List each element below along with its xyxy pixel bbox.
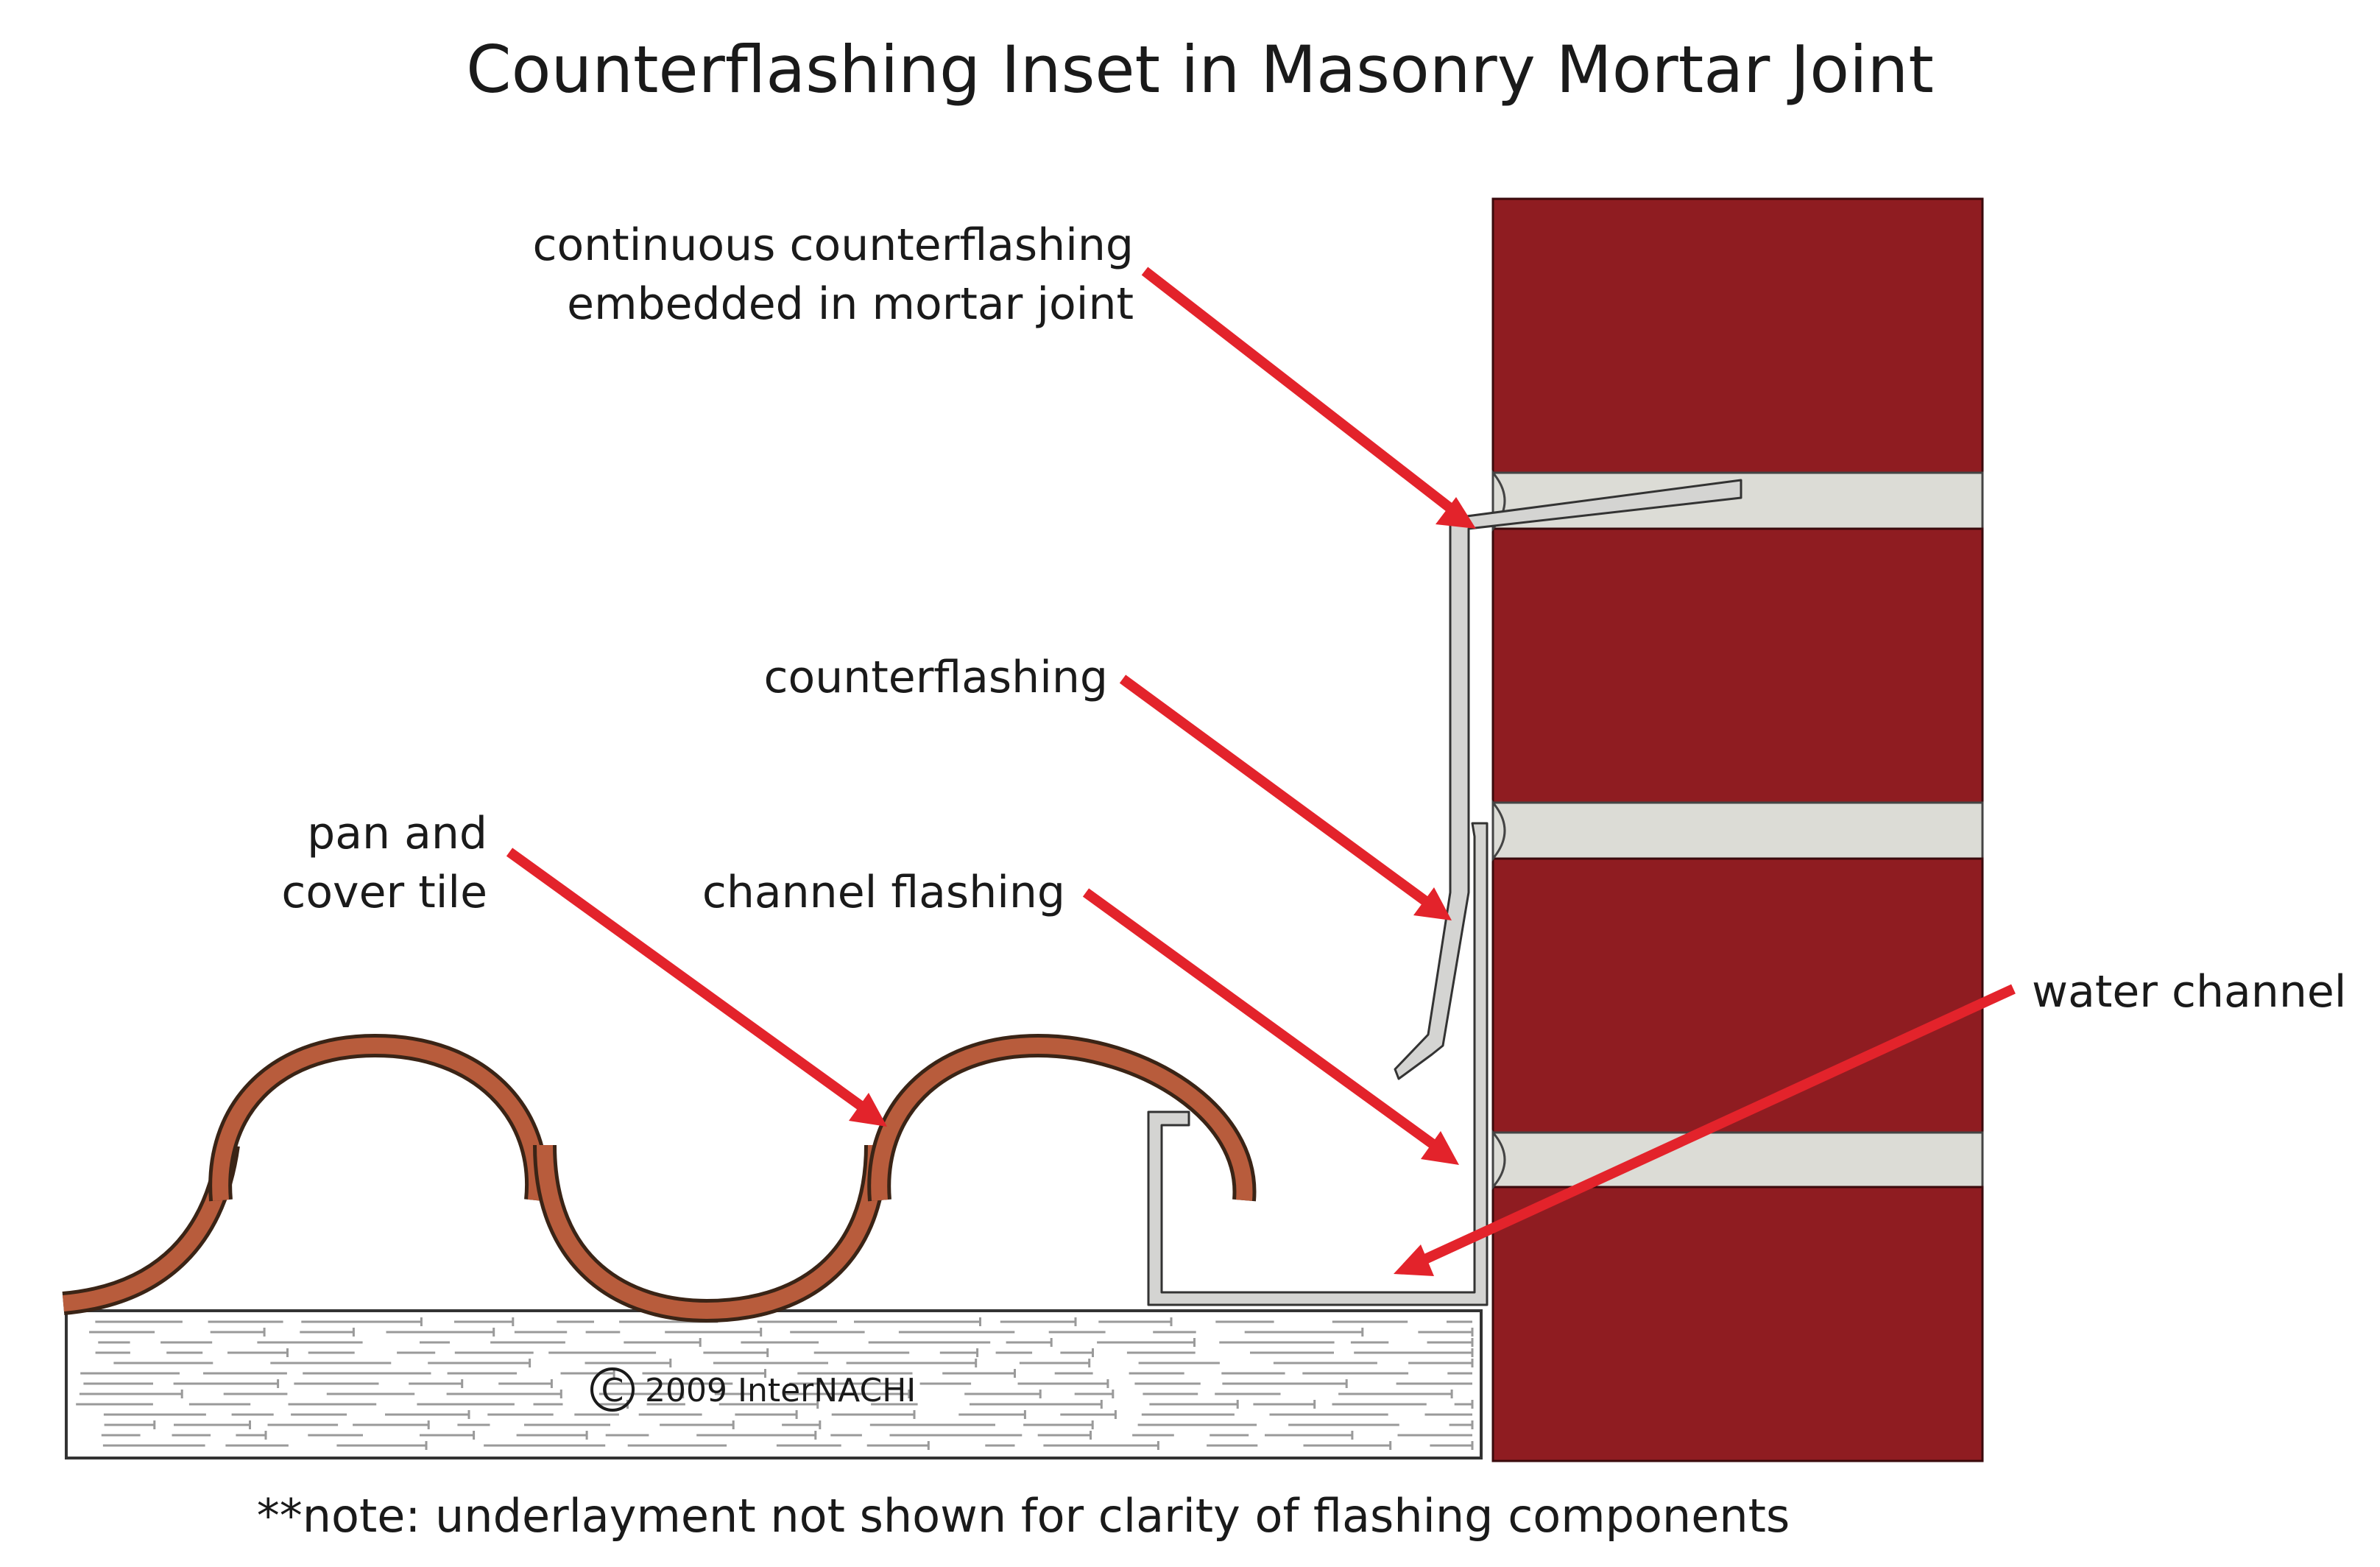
- label-channel-flashing: channel flashing: [702, 867, 1065, 918]
- pan-tile-2: [533, 1144, 888, 1323]
- footnote: **note: underlayment not shown for clari…: [257, 1489, 1790, 1543]
- cover-tile-2-fill: [871, 1037, 1253, 1201]
- roof-deck: [65, 1309, 1483, 1459]
- brick-course-2: [1491, 527, 1984, 804]
- label-continuous-counterflashing-line1: continuous counterflashing: [532, 219, 1134, 271]
- brick-course-3: [1491, 857, 1984, 1134]
- deck-texture: [76, 1317, 1474, 1450]
- label-pan-and-cover-line1: pan and: [307, 808, 487, 859]
- arrowhead-continuous-counterflashing: [1436, 497, 1476, 529]
- masonry-wall: [1491, 197, 1984, 1462]
- label-counterflashing: counterflashing: [764, 652, 1109, 703]
- brick-course-1: [1491, 197, 1984, 474]
- brick-course-4: [1491, 1186, 1984, 1462]
- mortar-tooling-3: [1491, 1129, 1506, 1191]
- mortar-joint-2: [1491, 801, 1984, 860]
- arrowhead-water-channel: [1394, 1244, 1434, 1276]
- arrow-water-channel: [1415, 984, 2016, 1268]
- label-continuous-counterflashing-line2: embedded in mortar joint: [567, 278, 1134, 330]
- continuous-counterflashing: [1394, 479, 1742, 1080]
- mortar-tooling-2: [1491, 799, 1506, 862]
- pan-tile-2-fill: [537, 1144, 884, 1320]
- arrow-channel-flashing: [1082, 888, 1443, 1153]
- arrowhead-counterflashing: [1413, 887, 1452, 920]
- pan-tile-1-fill: [63, 1144, 236, 1311]
- arrowhead-channel-flashing: [1421, 1131, 1459, 1165]
- copyright-circle-icon: [590, 1367, 635, 1412]
- arrow-counterflashing: [1119, 675, 1436, 910]
- callout-arrows: [506, 267, 2016, 1276]
- pan-and-cover-tiles: [62, 1033, 1257, 1323]
- arrow-continuous-counterflashing: [1141, 267, 1454, 513]
- diagram-title: Counterflashing Inset in Masonry Mortar …: [466, 32, 1934, 108]
- channel-flashing: [1147, 822, 1489, 1306]
- copyright-symbol: C: [601, 1372, 624, 1409]
- copyright-notice: C 2009 InterNACHI: [590, 1367, 916, 1412]
- arrow-pan-and-cover: [506, 848, 871, 1115]
- cover-tile-1: [208, 1033, 549, 1202]
- arrowhead-pan-and-cover: [849, 1093, 887, 1127]
- cover-tile-1-fill: [212, 1037, 545, 1202]
- label-pan-and-cover-line2: cover tile: [281, 867, 487, 918]
- mortar-joint-3: [1491, 1131, 1984, 1189]
- copyright-text: 2009 InterNACHI: [645, 1372, 916, 1409]
- label-water-channel: water channel: [2032, 966, 2346, 1018]
